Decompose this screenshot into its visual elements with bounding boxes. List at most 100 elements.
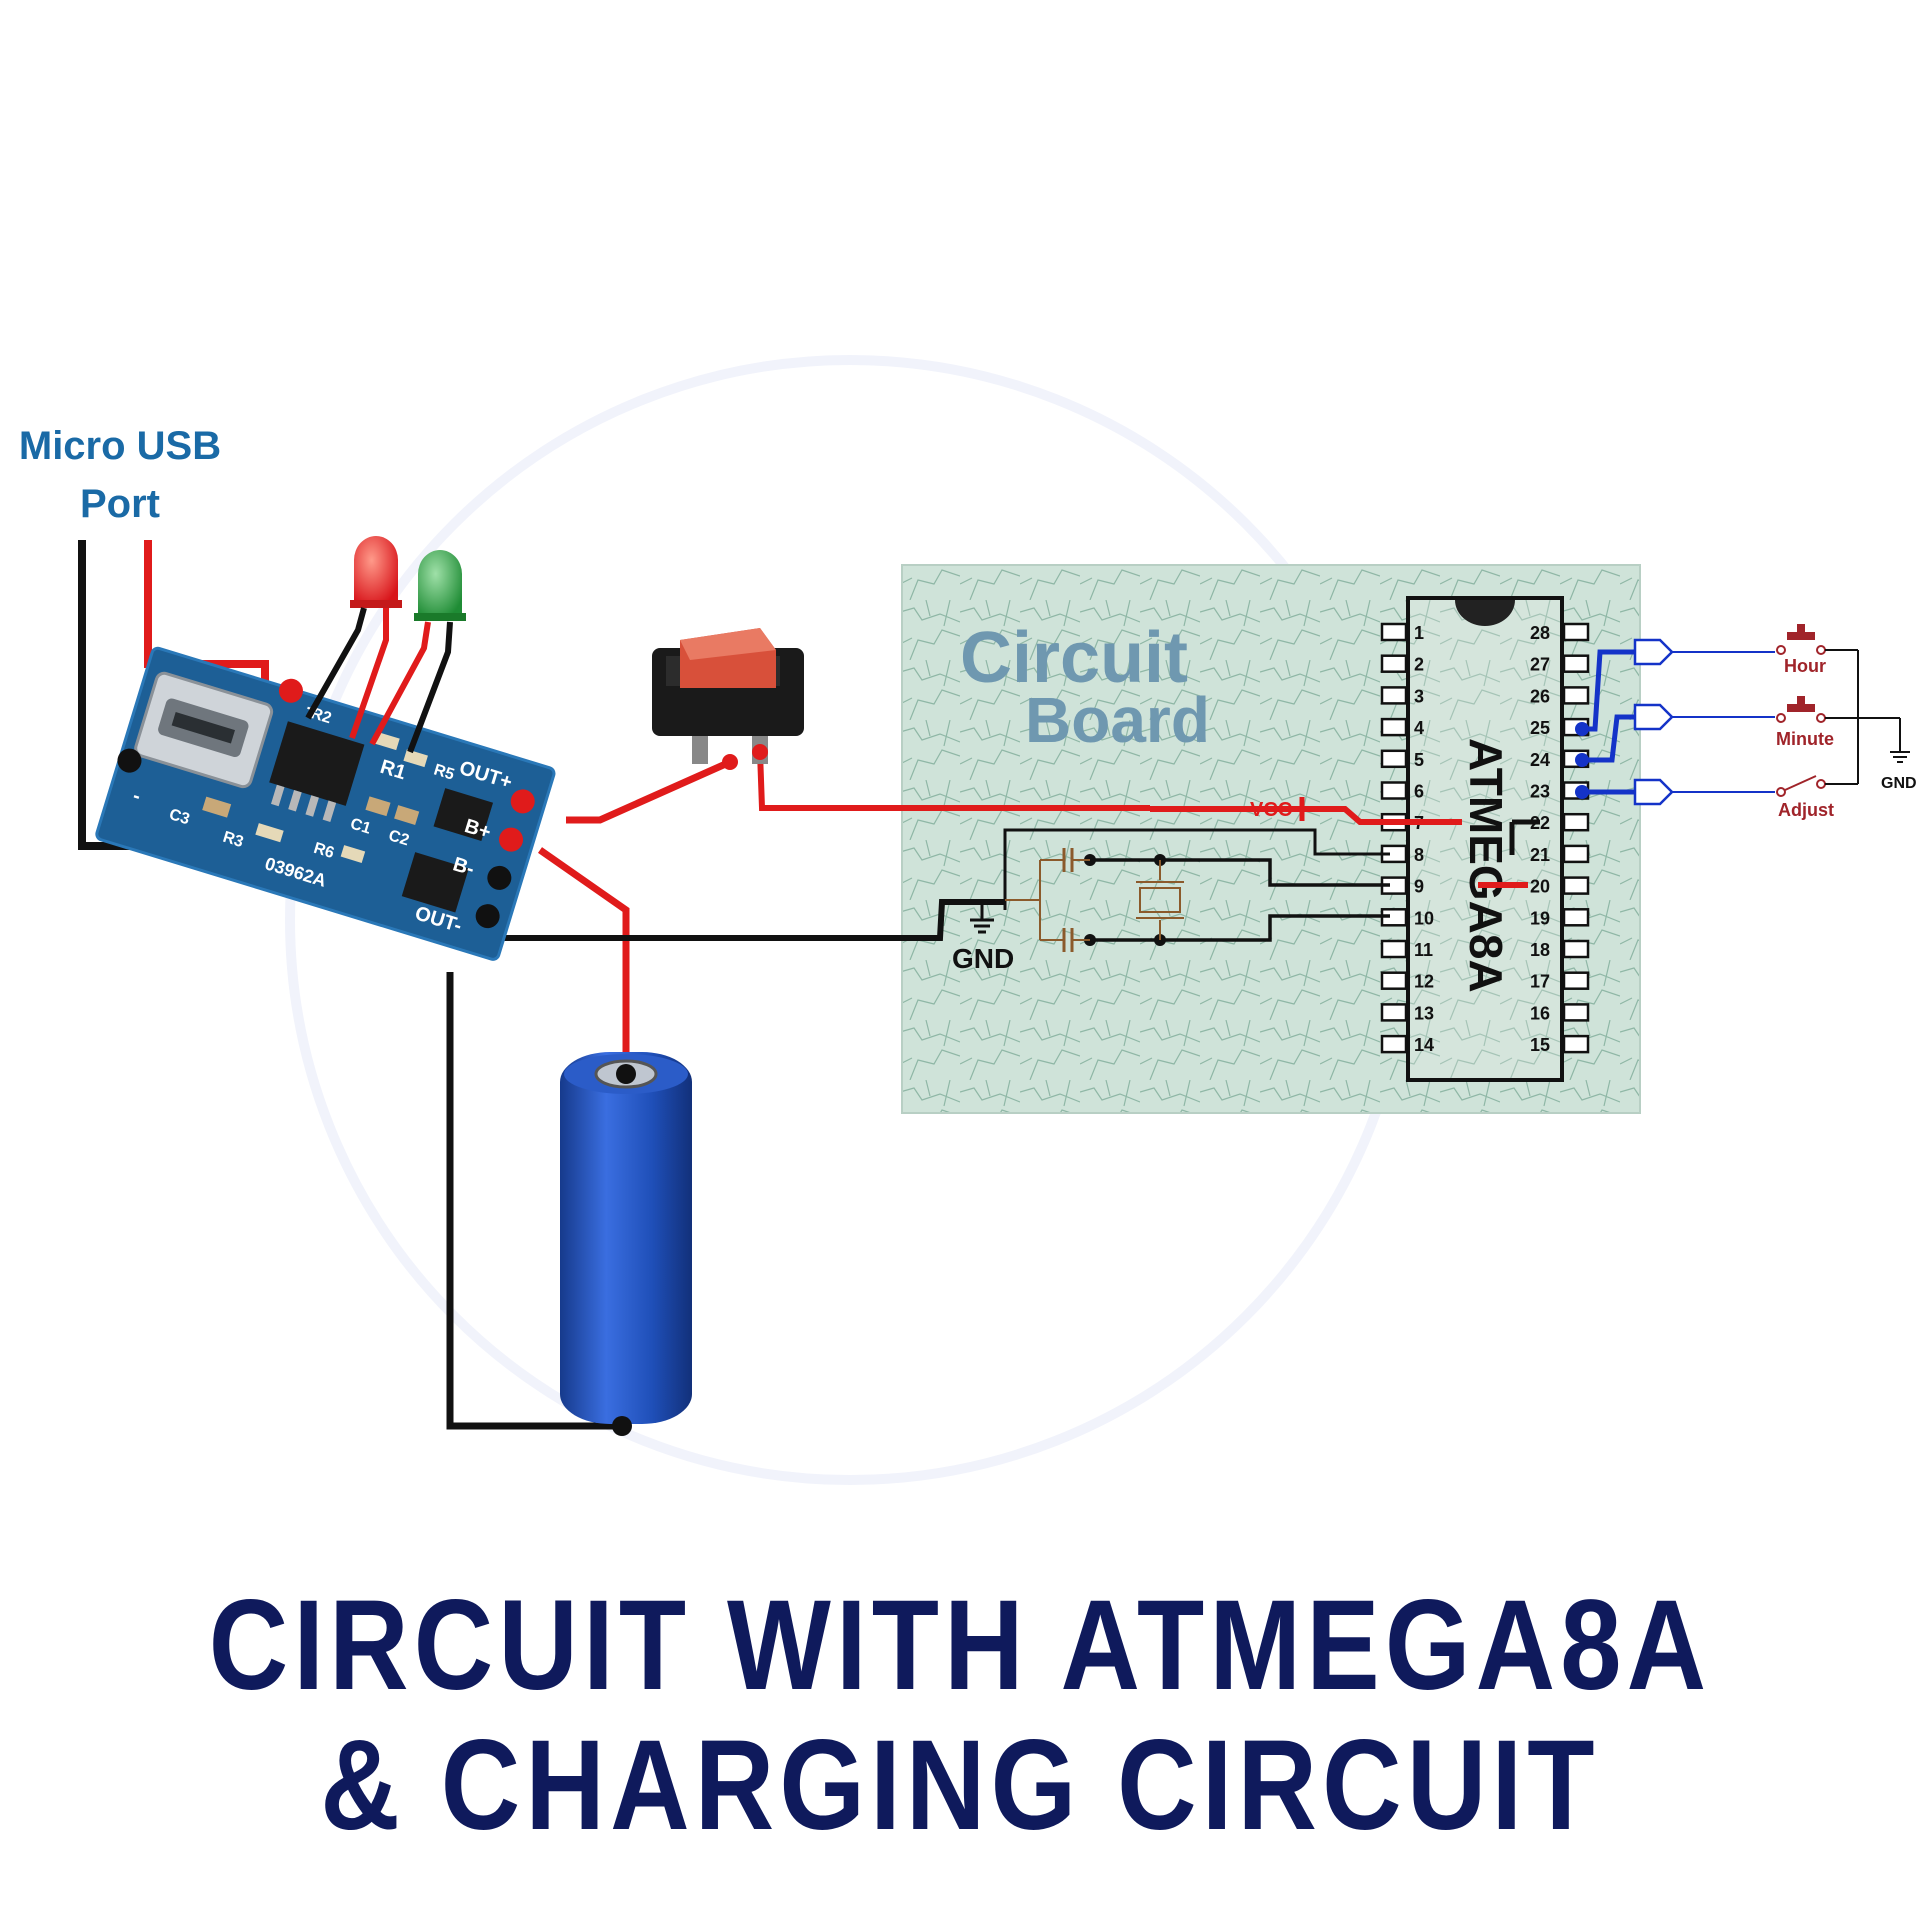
- chip-pin-right: [1562, 844, 1590, 864]
- chip-pin-left: [1380, 686, 1408, 705]
- title-line-2: & CHARGING CIRCUIT: [320, 1714, 1600, 1857]
- crystal-oscillator-circuit: [1005, 848, 1390, 952]
- minute-button-symbol: Minute: [1776, 696, 1900, 749]
- silk-r3: R3: [221, 829, 246, 851]
- switch-vcc-wire: [757, 751, 1150, 811]
- protection-ic: [433, 788, 494, 842]
- mosfet-ic: [401, 852, 469, 913]
- red-led: [305, 536, 402, 739]
- pin8-wire: [1003, 828, 1390, 910]
- button-ground-symbol: GND: [1881, 718, 1917, 792]
- chip-pin-label-right: 15: [1530, 1035, 1550, 1055]
- ground-symbol: GND: [952, 900, 1014, 974]
- charger-module: + - OUT+ B+ B- OUT- R1 R2 R3 R5 R6 C1 C2…: [95, 646, 556, 961]
- chip-pin-label-left: 10: [1414, 908, 1434, 928]
- chip-pin-right: [1562, 971, 1590, 990]
- chip-pin-label-left: 6: [1414, 782, 1424, 802]
- chip-pin-label-left: 8: [1414, 845, 1424, 865]
- chip-pin-label-right: 17: [1530, 972, 1550, 992]
- chip-pin-label-right: 25: [1530, 718, 1550, 738]
- button-circuit: Hour Minute Adjust GND: [1575, 624, 1917, 820]
- chip-pin-label-right: 18: [1530, 940, 1550, 960]
- chip-name: ATMEGA8A: [1460, 738, 1512, 993]
- battery-minus-gnd-wire: [468, 899, 1005, 941]
- capacitor-bottom: [1040, 928, 1090, 952]
- chip-pin-left: [1380, 781, 1408, 800]
- pad-b-plus: [499, 827, 524, 852]
- board-label-board: Board: [1025, 684, 1210, 756]
- pin22-wire: [1509, 819, 1540, 855]
- board-label-circuit: Circuit: [960, 618, 1188, 698]
- hour-label: Hour: [1784, 656, 1826, 676]
- button-gnd-label: GND: [1881, 775, 1917, 792]
- chip-pin-left: [1380, 622, 1408, 642]
- usb-port-label-line2: Port: [80, 482, 160, 526]
- chip-pin-label-right: 27: [1530, 655, 1550, 675]
- hour-button-symbol: Hour: [1776, 624, 1858, 676]
- chip-pin-label-left: 1: [1414, 623, 1424, 643]
- silk-c2: C2: [387, 827, 412, 849]
- pad-out-plus: [510, 789, 535, 814]
- battery-plus-wire: [537, 847, 630, 1074]
- chip-pin-left: [1380, 1034, 1408, 1054]
- chip-pin-left: [1380, 971, 1408, 990]
- green-led: [369, 550, 466, 754]
- chip-pin-left: [1380, 939, 1408, 959]
- usb-port-label-line1: Micro USB: [18, 424, 222, 468]
- chip-pin-left: [1380, 749, 1408, 769]
- chip-pin-label-left: 9: [1414, 877, 1424, 897]
- chip-pin-right: [1562, 908, 1590, 927]
- chip-pin-right: [1562, 654, 1590, 673]
- chip-pin-left: [1380, 1003, 1408, 1022]
- rocker-switch: [652, 628, 804, 770]
- adjust-switch-symbol: Adjust: [1776, 775, 1858, 820]
- circuit-board: Circuit Board ATMEGA8A 12345678910111213…: [901, 564, 1641, 1114]
- board-background: [901, 564, 1641, 1114]
- silk-c3: C3: [167, 806, 192, 828]
- chip-pin-label-left: 14: [1414, 1035, 1434, 1055]
- chip-pin-label-right: 26: [1530, 686, 1550, 706]
- title-line-1: CIRCUIT WITH ATMEGA8A: [208, 1574, 1712, 1717]
- chip-pin-right: [1562, 939, 1590, 959]
- minute-label: Minute: [1776, 729, 1834, 749]
- chip-pin-label-right: 16: [1530, 1003, 1550, 1023]
- chip-pin-label-right: 28: [1530, 623, 1550, 643]
- vcc-wire: [1150, 806, 1462, 825]
- chip-pin-label-left: 11: [1414, 940, 1433, 960]
- chip-pin-right: [1562, 1003, 1590, 1022]
- chip-pin-label-right: 24: [1530, 750, 1550, 770]
- chip-pin-label-right: 23: [1530, 782, 1550, 802]
- chip-pin-label-left: 3: [1414, 686, 1424, 706]
- pad-plus: [278, 678, 303, 703]
- pad-out-minus: [475, 904, 500, 929]
- chip-pin-label-left: 2: [1414, 655, 1424, 675]
- chip-pin-label-right: 20: [1530, 877, 1550, 897]
- chip-pin-right: [1562, 622, 1590, 642]
- chip-pin-label-left: 12: [1414, 972, 1434, 992]
- chip-pin-label-right: 21: [1530, 845, 1550, 865]
- pad-b-minus: [487, 865, 512, 890]
- battery-cell: [560, 1052, 692, 1436]
- chip-pin-label-right: 22: [1530, 813, 1550, 833]
- chip-pin-right: [1562, 686, 1590, 705]
- out-plus-wire: [566, 758, 732, 824]
- out-minus-wire: [446, 972, 622, 1430]
- chip-pin-left: [1380, 654, 1408, 673]
- chip-pin-label-left: 4: [1414, 718, 1424, 738]
- chip-pin-label-left: 13: [1414, 1003, 1434, 1023]
- chip-pin-right: [1562, 1034, 1590, 1054]
- crystal-symbol: [1139, 887, 1181, 913]
- micro-usb-connector[interactable]: [134, 671, 274, 789]
- chip-pin-label-left: 5: [1414, 750, 1424, 770]
- vcc-label: VCC: [1250, 799, 1292, 821]
- chip-pin-label-right: 19: [1530, 908, 1550, 928]
- gnd-label: GND: [952, 943, 1014, 974]
- chip-pin-right: [1562, 812, 1590, 832]
- pad-minus: [117, 748, 142, 773]
- chip-pin-right: [1562, 876, 1590, 895]
- chip-right-pins: 28 27 26 25 24 23 22 21 20 19 18 17 16 15: [1530, 622, 1590, 1055]
- silk-c1: C1: [348, 815, 373, 837]
